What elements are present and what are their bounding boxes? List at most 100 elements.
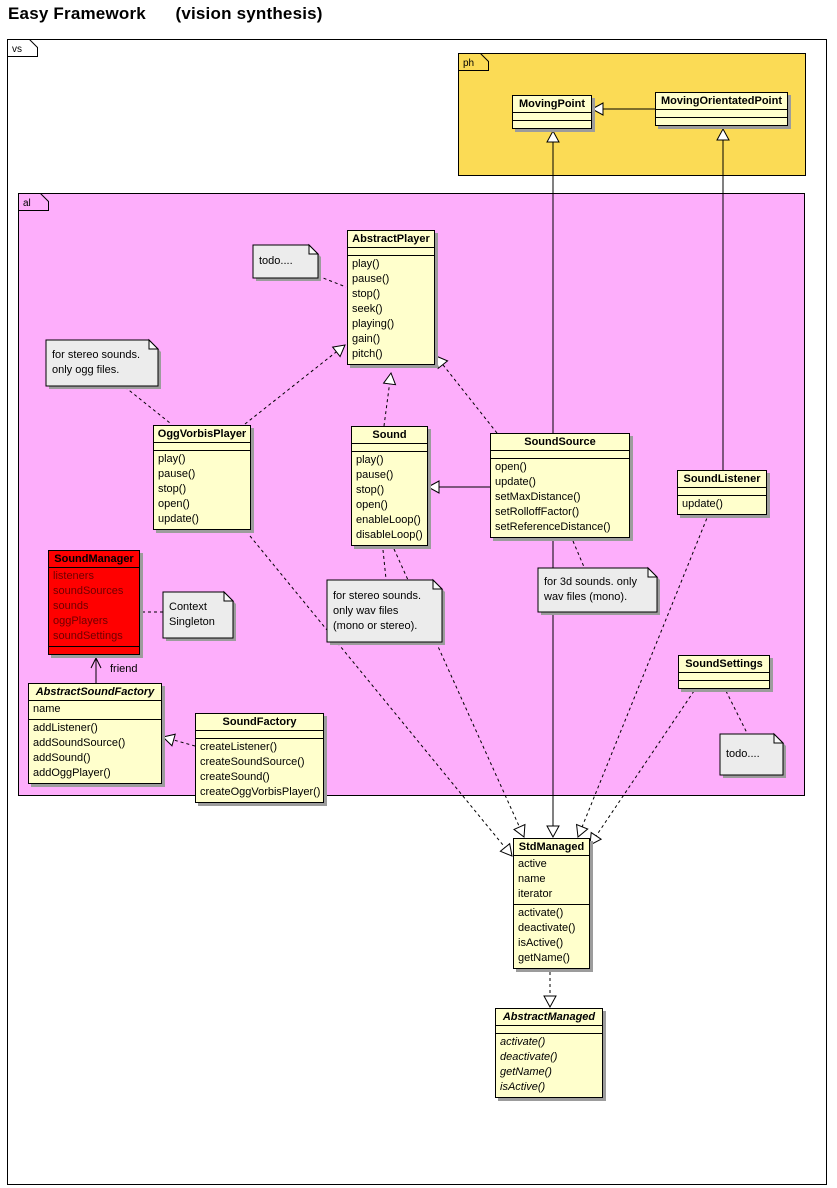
connection-note-stereo-ogg-to-ogg-vorbis-player[interactable]	[124, 386, 171, 424]
generalization-arrowhead-icon	[575, 823, 589, 838]
note-3d-wav[interactable]	[537, 566, 660, 615]
class-method: stop()	[158, 483, 187, 495]
attributes-compartment	[513, 112, 591, 120]
note-stereo-wav[interactable]	[326, 578, 445, 645]
connection-sound-settings-to-std-managed[interactable]	[589, 690, 695, 846]
class-moving-point[interactable]: MovingPoint	[512, 95, 592, 129]
class-method: createListener()	[200, 741, 278, 753]
connection-line[interactable]	[382, 549, 387, 580]
connection-sound-source-to-note-3d-wav[interactable]	[572, 540, 585, 568]
class-method: disableLoop()	[356, 529, 423, 541]
class-moving-orientated-point[interactable]: MovingOrientatedPoint	[655, 92, 788, 126]
connection-line[interactable]	[442, 364, 498, 434]
class-method: getName()	[500, 1066, 552, 1078]
class-method: playing()	[352, 318, 395, 330]
note-body[interactable]	[719, 733, 784, 776]
connection-sound-factory-to-abstract-sound-factory[interactable]	[161, 733, 196, 747]
class-method: play()	[356, 454, 384, 466]
attributes-compartment	[348, 247, 434, 255]
class-method: createOggVorbisPlayer()	[200, 786, 321, 798]
generalization-arrowhead-icon	[543, 995, 557, 1009]
connection-std-managed-to-abstract-managed[interactable]	[543, 972, 557, 1009]
note-fold-icon	[223, 590, 235, 602]
note-body[interactable]	[537, 567, 658, 613]
connection-sound-to-abstract-player[interactable]	[382, 371, 397, 427]
class-method: addListener()	[33, 722, 98, 734]
class-method: addOggPlayer()	[33, 767, 111, 779]
class-method: pause()	[352, 273, 390, 285]
class-method: pause()	[356, 469, 394, 481]
connection-sound-listener-to-std-managed[interactable]	[575, 512, 710, 838]
note-context-singleton[interactable]	[162, 590, 236, 641]
connection-line[interactable]	[173, 739, 196, 747]
connection-line[interactable]	[317, 275, 347, 288]
connection-line[interactable]	[249, 535, 506, 848]
class-attribute: soundSettings	[53, 630, 123, 642]
note-text-stereo-ogg: for stereo sounds.only ogg files.	[46, 340, 158, 386]
connection-sound-source-to-moving-point[interactable]	[546, 129, 560, 433]
class-method: setReferenceDistance()	[495, 521, 611, 533]
connection-sound-source-to-sound[interactable]	[426, 480, 490, 494]
connection-note-todo-abstract-player-to-abstract-player[interactable]	[317, 275, 347, 288]
class-method: createSound()	[200, 771, 270, 783]
class-method: setMaxDistance()	[495, 491, 581, 503]
note-body[interactable]	[252, 244, 319, 279]
note-fold-icon	[308, 243, 320, 255]
note-line: for stereo sounds.	[333, 589, 422, 602]
note-line: for 3d sounds. only	[544, 576, 637, 588]
class-title: SoundFactory	[222, 716, 297, 728]
connection-abstract-sound-factory-to-sound-manager[interactable]	[90, 656, 102, 683]
connection-ogg-vorbis-player-to-abstract-player[interactable]	[244, 344, 346, 425]
note-body[interactable]	[45, 339, 159, 387]
connection-line[interactable]	[124, 386, 171, 424]
connection-sound-settings-to-note-todo-sound-settings[interactable]	[725, 690, 748, 734]
class-attribute: soundSources	[53, 585, 124, 597]
connection-sound-to-note-stereo-wav[interactable]	[382, 549, 387, 580]
class-sound-factory[interactable]: SoundFactory createListener()createSoundS…	[195, 713, 324, 803]
connection-sound-listener-to-moving-orientated-point[interactable]	[716, 127, 730, 470]
class-method: open()	[158, 498, 190, 510]
class-attribute: name	[33, 703, 61, 715]
class-method: getName()	[518, 952, 570, 964]
attributes-compartment	[196, 730, 323, 738]
note-todo-abstract-player[interactable]	[252, 243, 321, 281]
class-attribute: name	[518, 873, 546, 885]
note-body[interactable]	[162, 591, 234, 639]
page-title: Easy Framework (vision synthesis)	[8, 4, 323, 23]
methods-compartment: play()pause()stop()seek()playing()gain()…	[348, 255, 434, 364]
connection-line[interactable]	[595, 690, 695, 837]
connection-sound-source-to-abstract-player[interactable]	[435, 355, 498, 434]
connection-moving-orientated-point-to-moving-point[interactable]	[590, 102, 655, 116]
class-sound-settings[interactable]: SoundSettings	[678, 655, 770, 689]
note-line: Context	[169, 601, 207, 613]
methods-compartment: createListener()createSoundSource()creat…	[196, 738, 323, 802]
note-body[interactable]	[326, 579, 443, 643]
class-title: MovingOrientatedPoint	[661, 95, 782, 107]
package-label: vs	[12, 44, 22, 55]
connection-line[interactable]	[572, 540, 585, 568]
open-arrowhead-icon	[90, 656, 102, 669]
attributes-compartment	[154, 442, 250, 450]
package-label: al	[23, 198, 31, 209]
note-todo-sound-settings[interactable]	[719, 732, 786, 778]
class-title: SoundManager	[54, 553, 134, 565]
note-line: for stereo sounds.	[52, 349, 141, 361]
connection-ogg-vorbis-player-to-std-managed[interactable]	[249, 535, 513, 857]
connection-line[interactable]	[725, 690, 748, 734]
connection-line[interactable]	[383, 383, 391, 427]
class-method: activate()	[500, 1036, 546, 1048]
class-method: isActive()	[500, 1081, 546, 1093]
connection-line[interactable]	[244, 351, 337, 425]
note-stereo-ogg[interactable]	[45, 338, 161, 389]
connection-line[interactable]	[581, 512, 710, 827]
